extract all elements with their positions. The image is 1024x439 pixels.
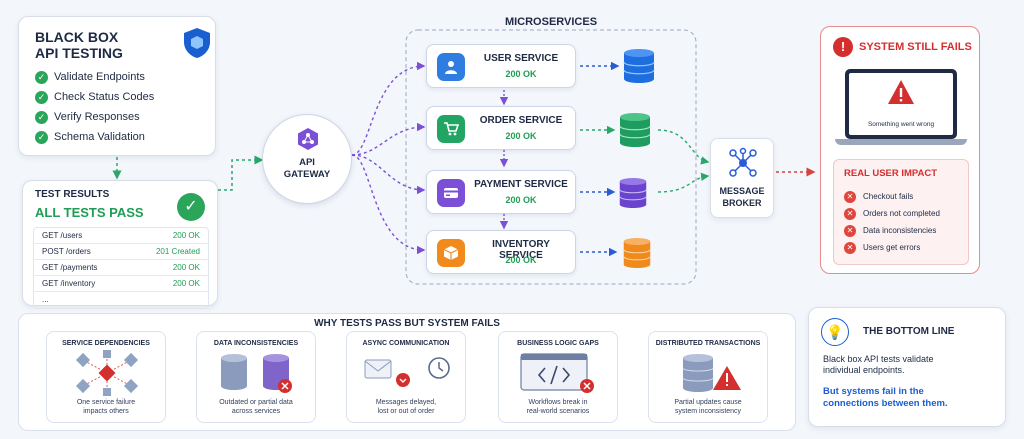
cart-icon xyxy=(437,115,465,143)
service-status: 200 OK xyxy=(505,69,537,79)
checklist-item: ✓Verify Responses xyxy=(35,107,154,127)
check-icon: ✓ xyxy=(35,110,48,124)
pass-check-icon: ✓ xyxy=(177,193,205,221)
error-message: Something went wrong xyxy=(867,121,935,128)
x-icon: ✕ xyxy=(844,224,856,237)
why-item-dependencies: SERVICE DEPENDENCIES One service failure… xyxy=(46,331,166,423)
shield-icon xyxy=(184,28,210,58)
dependency-graph-icon xyxy=(75,350,139,396)
database-icon xyxy=(623,49,655,83)
check-icon: ✓ xyxy=(35,70,48,84)
blackbox-card: BLACK BOX API TESTING ✓Validate Endpoint… xyxy=(18,16,216,156)
checklist-item: ✓Validate Endpoints xyxy=(35,67,154,87)
box-icon xyxy=(437,239,465,267)
user-impact-box: REAL USER IMPACT ✕Checkout fails ✕Orders… xyxy=(833,159,969,265)
message-clock-icon xyxy=(364,357,450,387)
laptop-base xyxy=(835,139,967,145)
why-title: WHY TESTS PASS BUT SYSTEM FAILS xyxy=(314,318,500,329)
service-name: USER SERVICE xyxy=(483,53,559,64)
impact-item: ✕Users get errors xyxy=(844,239,940,256)
card-icon xyxy=(437,179,465,207)
api-gateway: API GATEWAY xyxy=(262,114,352,204)
why-item-transactions: DISTRIBUTED TRANSACTIONS Partial updates… xyxy=(648,331,768,423)
blackbox-title: BLACK BOX API TESTING xyxy=(35,29,123,61)
service-name: PAYMENT SERVICE xyxy=(474,179,568,190)
service-card-order[interactable]: ORDER SERVICE 200 OK xyxy=(426,106,576,150)
service-status: 200 OK xyxy=(505,255,537,265)
check-icon: ✓ xyxy=(35,130,48,144)
code-window-icon xyxy=(520,353,594,393)
service-name: INVENTORY SERVICE xyxy=(492,239,550,261)
blackbox-checklist: ✓Validate Endpoints ✓Check Status Codes … xyxy=(35,67,154,147)
message-broker: MESSAGE BROKER xyxy=(710,138,774,218)
impact-item: ✕Orders not completed xyxy=(844,205,940,222)
checklist-item: ✓Check Status Codes xyxy=(35,87,154,107)
service-card-user[interactable]: USER SERVICE 200 OK xyxy=(426,44,576,88)
service-status: 200 OK xyxy=(505,131,537,141)
check-icon: ✓ xyxy=(35,90,48,104)
fails-title: SYSTEM STILL FAILS xyxy=(859,41,972,53)
system-fails-panel: ! SYSTEM STILL FAILS Something went wron… xyxy=(820,26,980,274)
lightbulb-icon: 💡 xyxy=(821,318,849,346)
alert-icon: ! xyxy=(833,37,853,57)
gateway-hub-icon xyxy=(298,128,318,150)
service-status: 200 OK xyxy=(505,195,537,205)
broker-label: MESSAGE BROKER xyxy=(719,186,765,208)
database-icon xyxy=(623,238,651,268)
bottom-title: THE BOTTOM LINE xyxy=(863,326,955,337)
results-headline: ALL TESTS PASS xyxy=(35,205,144,220)
transaction-warning-icon xyxy=(682,354,741,392)
user-icon xyxy=(437,53,465,81)
impact-title: REAL USER IMPACT xyxy=(844,168,938,179)
database-icon xyxy=(619,113,651,147)
x-icon: ✕ xyxy=(844,190,856,203)
broker-network-icon xyxy=(729,147,757,177)
service-card-inventory[interactable]: INVENTORY SERVICE 200 OK xyxy=(426,230,576,274)
x-icon: ✕ xyxy=(844,207,856,220)
laptop-display: Something went wrong xyxy=(849,73,953,135)
microservices-title: MICROSERVICES xyxy=(406,16,696,28)
x-icon: ✕ xyxy=(844,241,856,254)
impact-item: ✕Data inconsistencies xyxy=(844,222,940,239)
service-card-payment[interactable]: PAYMENT SERVICE 200 OK xyxy=(426,170,576,214)
database-icon xyxy=(619,178,647,208)
bottom-text: Black box API tests validate individual … xyxy=(823,354,934,375)
checklist-item: ✓Schema Validation xyxy=(35,127,154,147)
impact-list: ✕Checkout fails ✕Orders not completed ✕D… xyxy=(844,188,940,256)
data-db-icon xyxy=(221,354,292,393)
laptop-screen: Something went wrong xyxy=(845,69,957,139)
why-item-async: ASYNC COMMUNICATION Messages delayed,los… xyxy=(346,331,466,423)
why-item-data: DATA INCONSISTENCIES Outdated or partial… xyxy=(196,331,316,423)
bottom-line-card: 💡 THE BOTTOM LINE Black box API tests va… xyxy=(808,307,1006,427)
microservices-area xyxy=(405,29,697,285)
warning-triangle-icon xyxy=(888,80,914,104)
bottom-emphasis: But systems fail in the connections betw… xyxy=(823,386,948,409)
service-name: ORDER SERVICE xyxy=(479,115,563,126)
gateway-label: API GATEWAY xyxy=(283,157,331,180)
table-row: ... xyxy=(42,295,49,304)
test-results-card: TEST RESULTS ALL TESTS PASS ✓ GET /users… xyxy=(22,180,218,309)
impact-item: ✕Checkout fails xyxy=(844,188,940,205)
results-title: TEST RESULTS xyxy=(35,189,110,200)
